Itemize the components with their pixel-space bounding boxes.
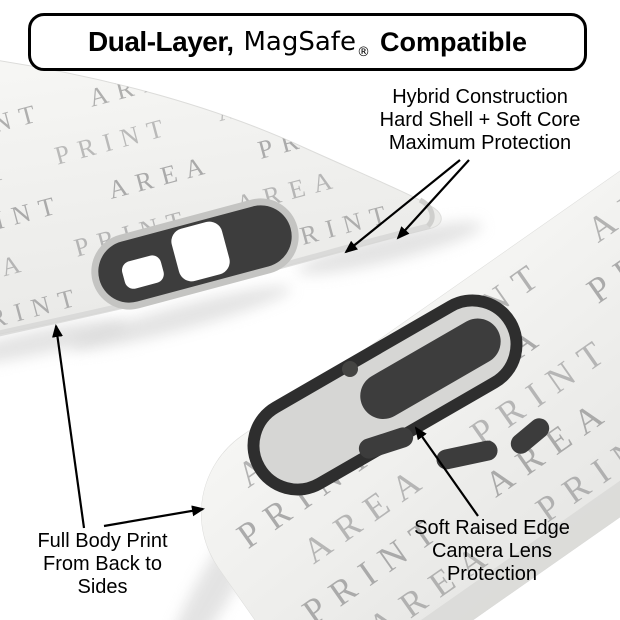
shadow-below-cutout xyxy=(68,286,292,350)
annotation-full-body-print: Full Body Print From Back to Sides xyxy=(10,530,195,599)
flash-hole xyxy=(121,255,164,289)
camera-lens-bar xyxy=(360,318,501,419)
annotation-line: Hard Shell + Soft Core xyxy=(379,109,581,131)
annotation-line: Soft Raised Edge xyxy=(414,517,570,539)
title-dual-layer: Dual-Layer, xyxy=(88,26,234,57)
annotation-line: From Back to xyxy=(43,553,162,575)
title-compatible: Compatible xyxy=(379,26,527,57)
title-banner: Dual-Layer, MagSafe® Compatible xyxy=(28,13,587,71)
callout-line-hybrid-2 xyxy=(396,159,470,240)
callout-line-fullbody-1 xyxy=(52,324,86,529)
lens-hole xyxy=(171,221,230,282)
bottom-case-body xyxy=(200,114,620,620)
annotation-line: Protection xyxy=(446,563,538,585)
shadow-top-case-tip xyxy=(297,221,483,275)
annotation-line: Camera Lens xyxy=(431,540,553,562)
shadow-top-case-left xyxy=(0,319,129,365)
callout-line-hybrid-1 xyxy=(344,159,461,254)
callout-line-softedge xyxy=(414,426,479,517)
magsafe-wordmark: MagSafe xyxy=(243,27,356,57)
annotation-line: Sides xyxy=(77,576,128,598)
bottom-case-side-edge xyxy=(315,291,620,620)
side-button xyxy=(436,440,498,470)
annotation-line: Maximum Protection xyxy=(388,132,572,154)
top-case-tip-edge xyxy=(418,197,435,228)
annotation-hybrid-construction: Hybrid Construction Hard Shell + Soft Co… xyxy=(352,86,608,155)
camera-lens-dot xyxy=(342,361,358,377)
annotation-line: Full Body Print xyxy=(37,530,168,552)
side-button xyxy=(358,427,414,459)
title-magsafe: MagSafe® xyxy=(243,27,370,60)
annotation-soft-raised-edge: Soft Raised Edge Camera Lens Protection xyxy=(388,517,596,586)
top-case-camera-cutout xyxy=(91,198,299,310)
registered-trademark-mark: ® xyxy=(356,45,370,60)
callout-line-fullbody-2 xyxy=(103,505,205,528)
annotation-line: Hybrid Construction xyxy=(392,86,568,108)
side-button xyxy=(510,418,550,454)
